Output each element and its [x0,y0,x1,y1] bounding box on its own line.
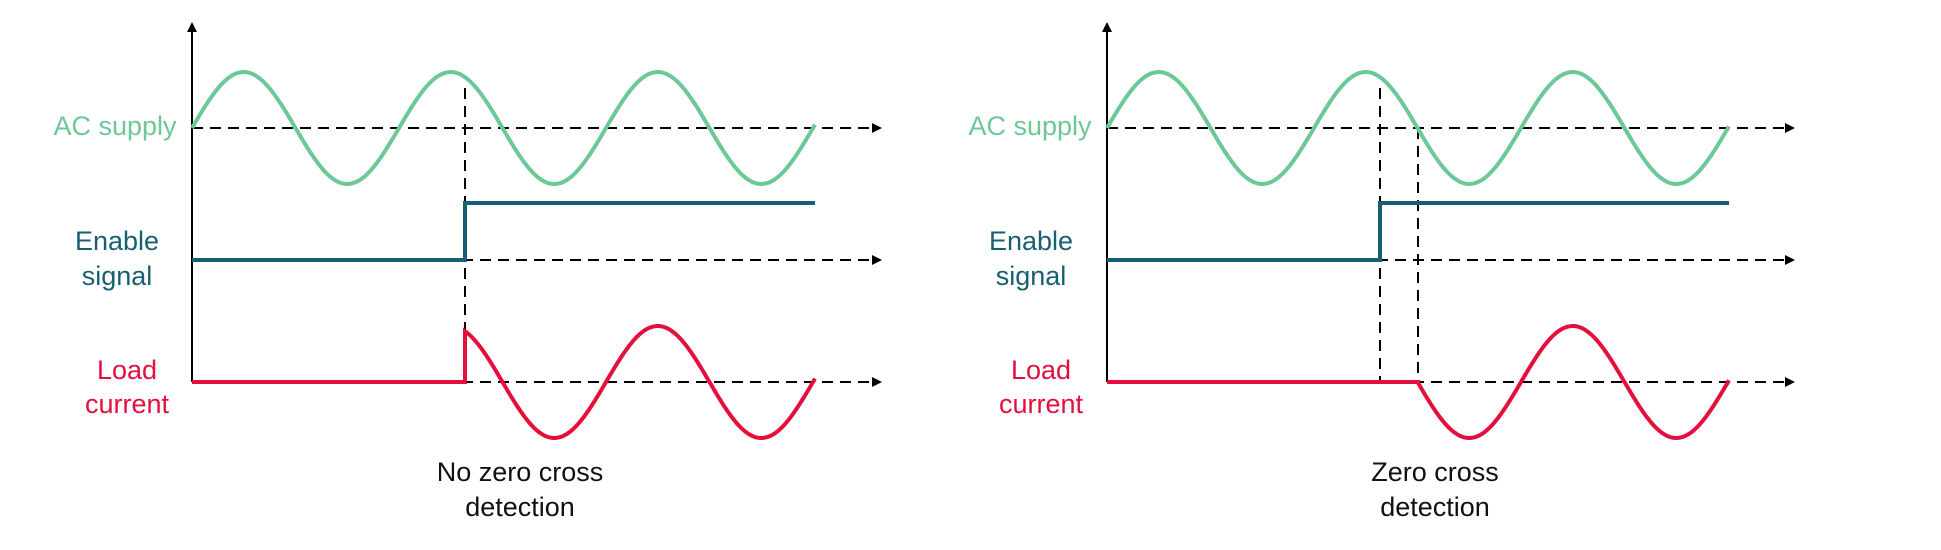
caption-line2: detection [465,492,575,522]
caption-line2: detection [1380,492,1490,522]
ac-supply-waveform [190,70,817,186]
caption-line1: No zero cross [436,457,604,487]
load-current-label-line2: current [998,389,1084,419]
enable-signal-label-line2: signal [995,261,1067,291]
load-current-label-line1: Load [96,355,158,385]
load-current-waveform [192,324,817,440]
ac-supply-label: AC supply [968,111,1092,141]
enable-signal-trace [1107,201,1729,262]
enable-signal-label-line1: Enable [988,226,1074,256]
load-current-label-line1: Load [1010,355,1072,385]
panel-left [187,22,882,440]
caption-line1: Zero cross [1371,457,1499,487]
panel-right [1102,22,1795,440]
load-current-label-line2: current [84,389,170,419]
ac-supply-label: AC supply [53,111,177,141]
enable-signal-label-line2: signal [81,261,153,291]
ac-supply-waveform [1105,70,1731,186]
load-current-waveform [1107,324,1731,440]
enable-signal-label-line1: Enable [74,226,160,256]
enable-signal-trace [192,201,815,262]
